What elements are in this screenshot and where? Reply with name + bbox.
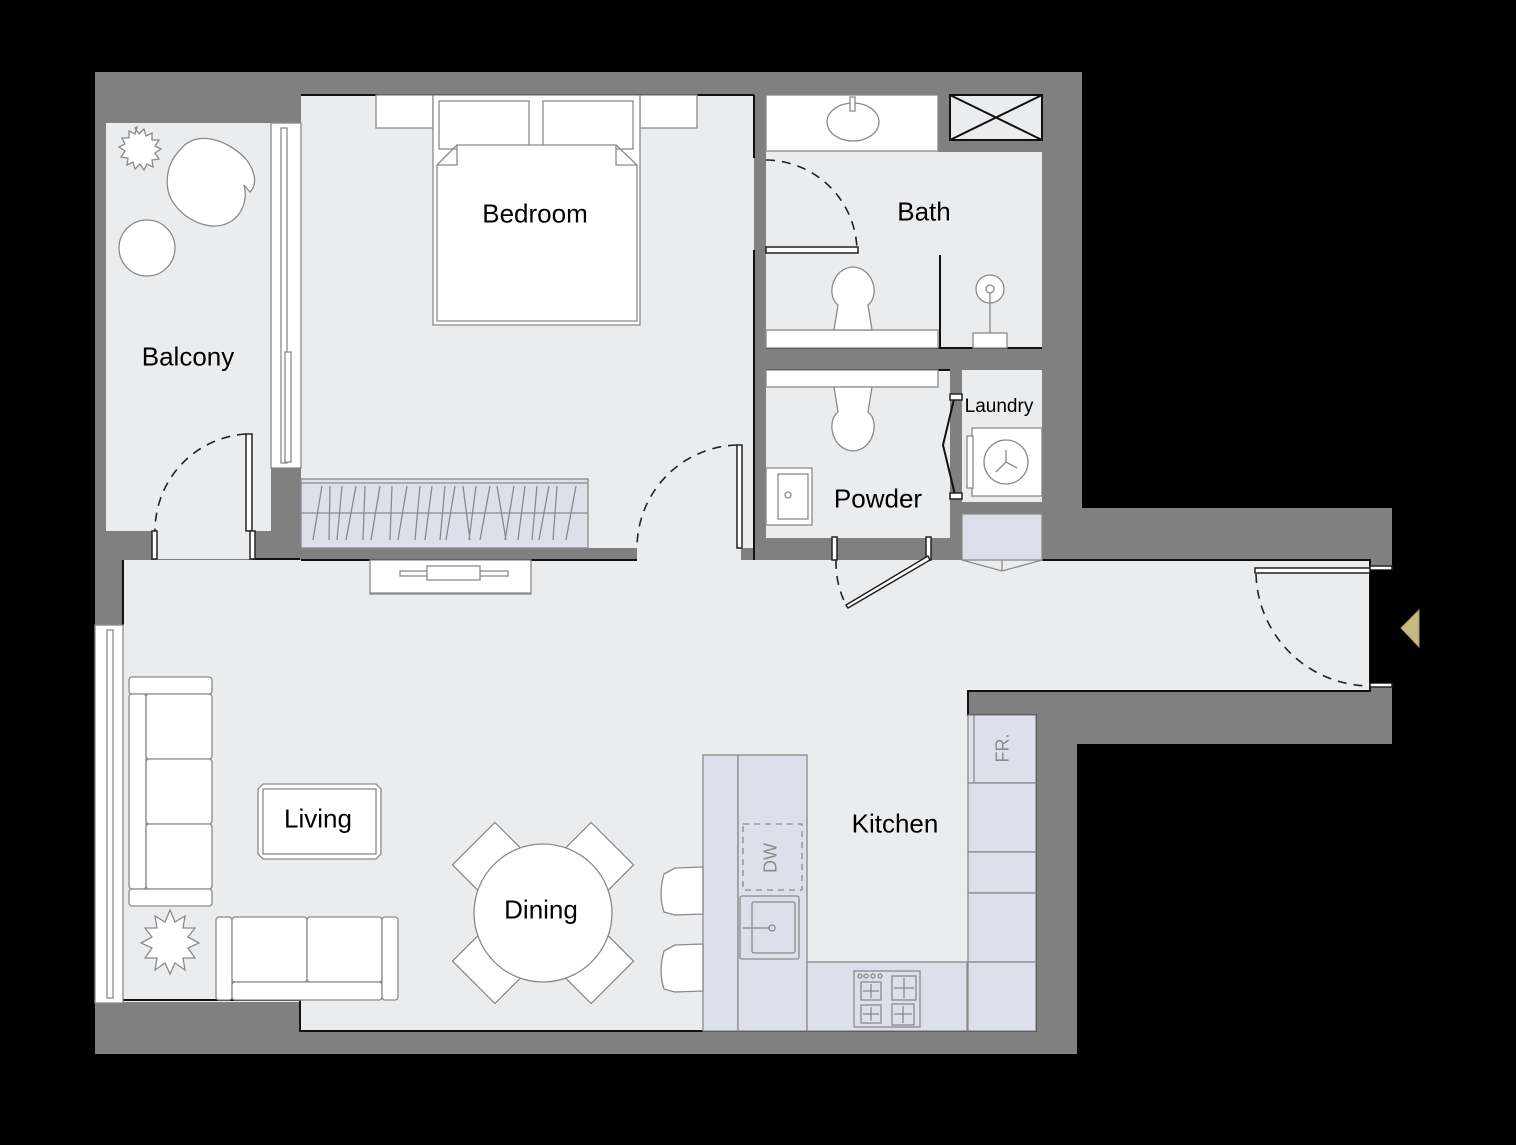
counter-right-1 xyxy=(967,782,1037,853)
kitchen-island-bar xyxy=(702,754,739,1032)
sofa-cushion-1 xyxy=(145,693,213,760)
balcony-window xyxy=(270,122,302,469)
bar-stool xyxy=(660,866,704,916)
fridge xyxy=(967,714,1037,784)
storage-cabinet xyxy=(961,513,1043,561)
bedroom-door xyxy=(636,444,743,549)
dishwasher xyxy=(742,823,803,891)
sofa-arm-bottom xyxy=(128,888,213,907)
loveseat-cushion-2 xyxy=(306,916,383,983)
lounge-chair-icon xyxy=(166,137,256,227)
balcony-furniture xyxy=(117,125,256,277)
sofa-cushion-2 xyxy=(145,758,213,825)
dining-furniture xyxy=(451,821,635,1005)
bath-door-leaf xyxy=(765,246,859,254)
entry-door xyxy=(1254,565,1393,688)
loveseat-arm-left xyxy=(215,916,233,1001)
loveseat-back xyxy=(231,981,383,1001)
pillow-left xyxy=(438,100,530,150)
balcony-door-opening xyxy=(155,531,252,559)
powder-toilet-icon xyxy=(831,386,875,452)
fridge-label: FR. xyxy=(992,733,1013,763)
sofa-back xyxy=(128,693,147,890)
counter-right-3 xyxy=(967,892,1037,963)
coffee-table xyxy=(257,783,382,860)
living-furniture xyxy=(128,676,399,1001)
pillow-right xyxy=(542,100,634,150)
bath-fixtures xyxy=(765,94,1008,349)
powder-fixtures xyxy=(765,369,939,610)
dishwasher-label: DW xyxy=(760,843,781,873)
counter-right-4 xyxy=(967,961,1037,1032)
room-label-dining: Dining xyxy=(504,894,578,925)
plant-icon-living xyxy=(139,908,201,976)
kitchen-island xyxy=(737,754,808,1032)
plant-icon xyxy=(117,125,163,172)
bedroom-door-opening xyxy=(637,540,741,560)
room-label-powder: Powder xyxy=(833,483,923,514)
bar-stool xyxy=(660,943,704,993)
room-label-bedroom: Bedroom xyxy=(482,198,588,229)
bed-duvet xyxy=(436,144,638,322)
room-label-living: Living xyxy=(284,803,352,834)
nightstand-left xyxy=(375,94,434,129)
sofa-arm-top xyxy=(128,676,213,695)
living-window xyxy=(94,624,124,1004)
bedroom-furniture xyxy=(300,94,698,595)
powder-tank xyxy=(765,369,939,388)
room-label-laundry: Laundry xyxy=(964,396,1034,417)
sofa-cushion-3 xyxy=(145,823,213,890)
cooktop-icon xyxy=(853,970,921,1028)
entry-floor xyxy=(1040,560,1370,691)
room-label-kitchen: Kitchen xyxy=(851,808,939,839)
room-label-balcony: Balcony xyxy=(141,341,235,372)
nightstand-right xyxy=(639,94,698,129)
toilet-tank xyxy=(765,329,939,349)
kitchen-cabinetry xyxy=(660,714,1037,1032)
loveseat-arm-right xyxy=(381,916,399,1001)
side-table-icon xyxy=(118,219,176,277)
entry-arrow-icon xyxy=(1400,608,1420,649)
laundry-fixtures xyxy=(941,393,1043,572)
dining-table xyxy=(473,843,613,983)
balcony-door xyxy=(151,433,256,560)
powder-door-leaf xyxy=(844,554,931,610)
loveseat-cushion-1 xyxy=(231,916,308,983)
bath-toilet-icon xyxy=(831,266,875,331)
room-label-bath: Bath xyxy=(897,196,951,227)
counter-right-2 xyxy=(967,851,1037,894)
